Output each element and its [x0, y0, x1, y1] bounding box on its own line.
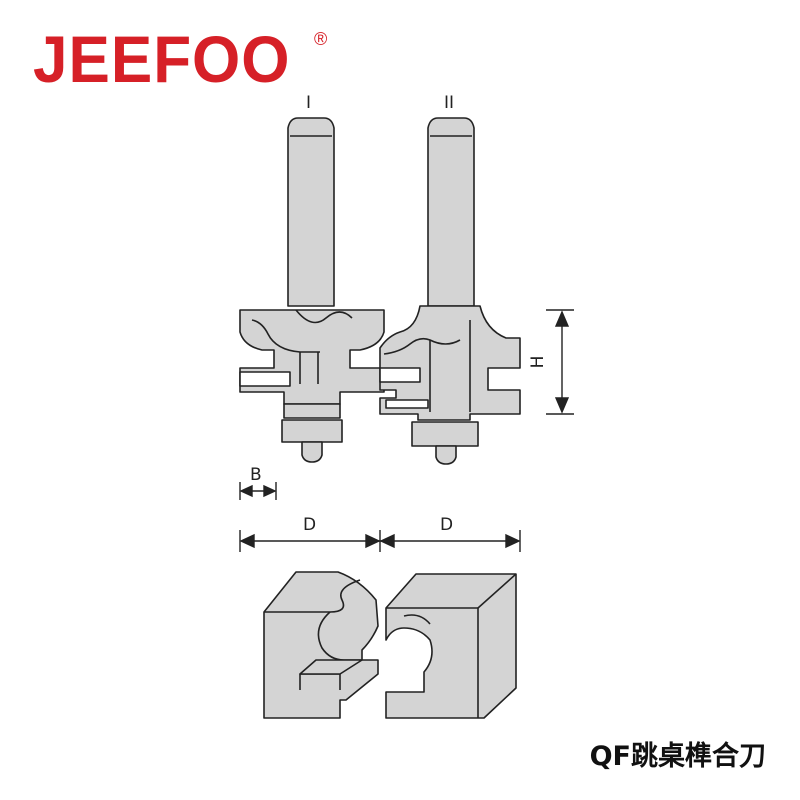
dimension-label-d1: D — [303, 515, 316, 535]
bit-1-shank — [287, 117, 335, 307]
router-bit-1 — [239, 117, 385, 463]
brand-logo: JEEFOO — [33, 27, 291, 94]
bit-1-bearing — [281, 419, 343, 443]
registered-mark: ® — [314, 29, 328, 49]
dimension-label-h: H — [528, 356, 548, 369]
bit-2-cutter — [379, 305, 521, 421]
dimension-label-b: B — [250, 465, 262, 485]
workpiece-profile-1 — [263, 571, 379, 719]
bit-2-bearing — [411, 421, 479, 447]
bit-label-2: II — [444, 93, 454, 113]
workpiece-profile-2 — [385, 573, 517, 719]
dimension-label-d2: D — [440, 515, 453, 535]
product-name: QF跳桌榫合刀 — [589, 741, 766, 772]
bit-label-1: I — [306, 93, 311, 113]
bit-2-shank — [427, 117, 475, 307]
router-bit-2 — [379, 117, 521, 465]
brand-name: JEEFOO — [33, 23, 291, 97]
